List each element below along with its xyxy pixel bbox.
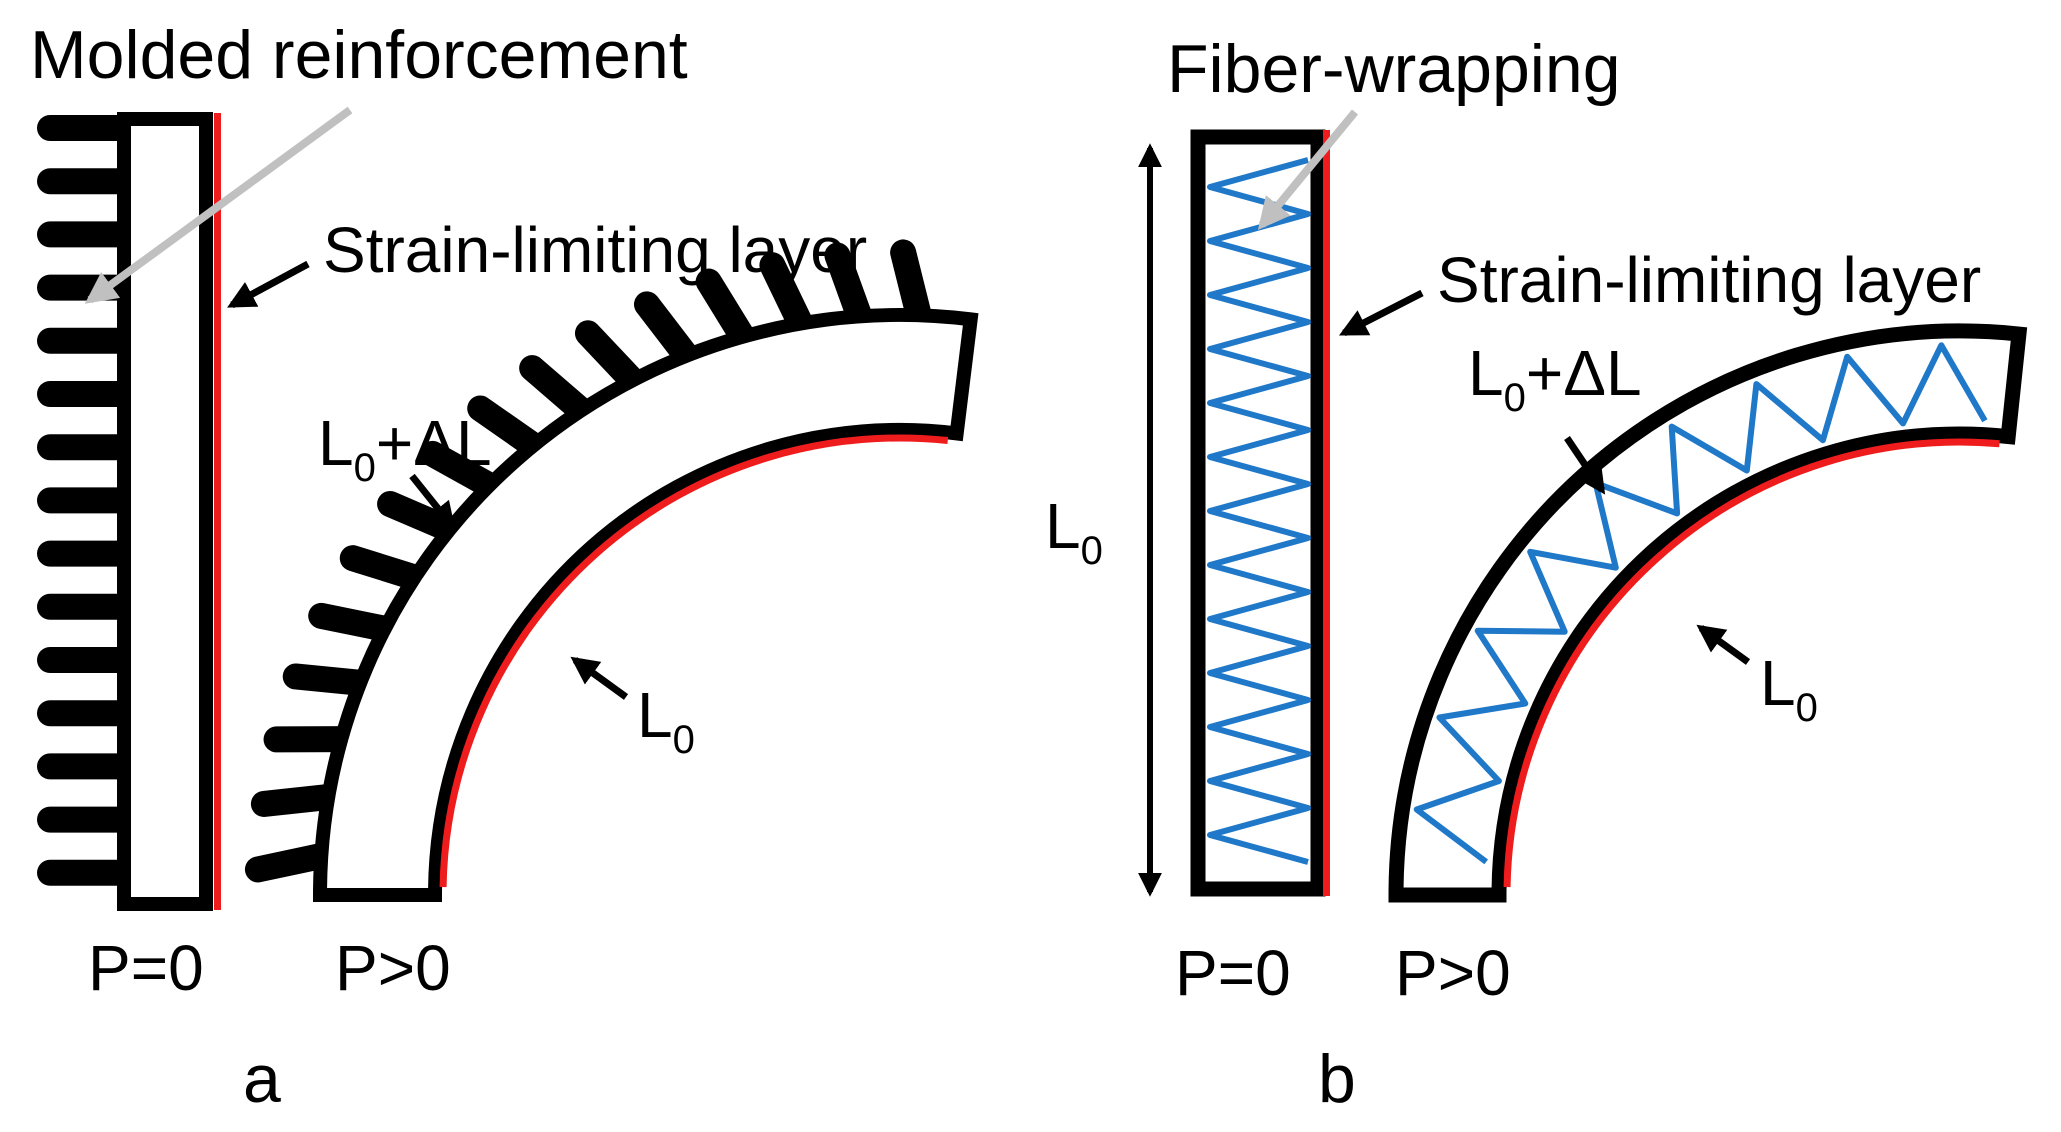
- outer-length-label-b: L0+ΔL: [1468, 337, 1642, 420]
- outer-length-label-a: L0+ΔL: [318, 407, 492, 490]
- state-p-positive-b: P>0: [1395, 937, 1511, 1009]
- inner-length-pointer-a: [570, 656, 629, 700]
- curved-actuator-body: [312, 308, 979, 902]
- straight-actuator-ribs: [37, 115, 139, 886]
- fiber-wrapping-pointer: [1257, 109, 1359, 230]
- state-p-positive-a: P>0: [335, 932, 451, 1004]
- molded-reinforcement-label: Molded reinforcement: [30, 17, 688, 93]
- state-p-zero-b: P=0: [1175, 937, 1291, 1009]
- straight-strain-limiting-layer-b: [1323, 130, 1330, 896]
- straight-fiber-wrapping: [1207, 157, 1311, 865]
- state-p-zero-a: P=0: [88, 932, 204, 1004]
- curved-fiber-actuator-body: [1388, 323, 2028, 903]
- fiber-wrapping-label: Fiber-wrapping: [1167, 31, 1621, 107]
- inner-length-pointer-b: [1696, 624, 1751, 665]
- inner-length-label-a: L0: [637, 679, 695, 762]
- reinforcement-pointer: [84, 106, 353, 304]
- panel-letter-b: b: [1318, 1041, 1356, 1117]
- straight-strain-limiting-layer: [214, 113, 221, 910]
- straight-actuator-body: [117, 112, 213, 911]
- outer-length-pointer-a: [409, 473, 456, 531]
- inner-length-label-b: L0: [1760, 647, 1818, 730]
- panel-a: Molded reinforcement Strain-limiting lay…: [30, 17, 979, 1117]
- length-label-b: L0: [1045, 490, 1103, 573]
- outer-length-pointer-b: [1564, 436, 1606, 495]
- panel-b: L0 Fiber-wrapping Strain-limiting layer …: [1045, 31, 2028, 1117]
- panel-letter-a: a: [243, 1041, 281, 1117]
- strain-limiting-layer-label-a: Strain-limiting layer: [323, 214, 867, 286]
- strain-limiting-layer-label-b: Strain-limiting layer: [1437, 244, 1981, 316]
- curved-strain-limiting-layer: [439, 434, 949, 888]
- strain-layer-pointer-b: [1339, 289, 1424, 337]
- curved-strain-limiting-layer-b: [1503, 438, 2000, 888]
- strain-layer-pointer-a: [227, 260, 310, 309]
